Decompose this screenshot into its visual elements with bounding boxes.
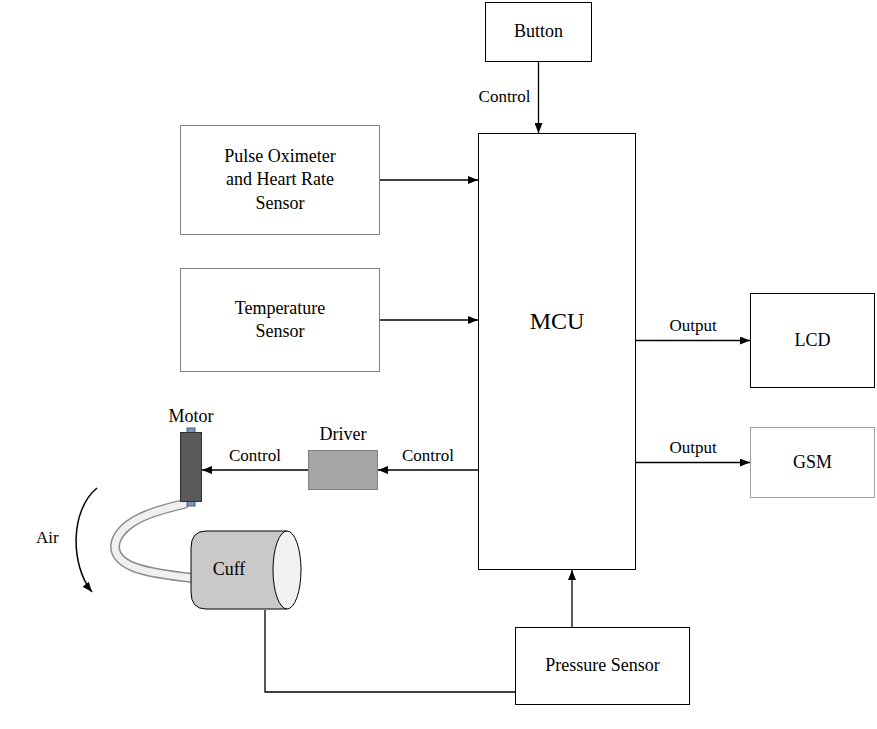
cuff-opening bbox=[273, 531, 301, 609]
connector-line bbox=[538, 62, 539, 133]
node-text: Motor bbox=[169, 405, 214, 428]
display-box: LCD bbox=[750, 293, 875, 388]
motor-symbol bbox=[180, 432, 202, 502]
motor-symbol: Motor bbox=[180, 432, 202, 502]
connector-line bbox=[265, 610, 515, 692]
node-text: Cuff bbox=[213, 558, 246, 581]
cuff-shape bbox=[190, 530, 302, 610]
connector-line bbox=[636, 462, 750, 463]
edge-label: Control bbox=[400, 446, 456, 466]
sensor-box: Temperature Sensor bbox=[180, 268, 380, 372]
node-text: Pressure Sensor bbox=[545, 654, 660, 677]
connector bbox=[636, 462, 750, 463]
connector bbox=[265, 610, 515, 692]
driver-block bbox=[308, 450, 378, 490]
connector bbox=[538, 62, 539, 133]
mcu-box: MCU bbox=[478, 133, 636, 570]
node-text: MCU bbox=[530, 306, 585, 337]
edge-label: Control bbox=[227, 446, 283, 466]
connector bbox=[380, 320, 478, 321]
node-text: Driver bbox=[320, 423, 367, 446]
air-flow-arrow bbox=[76, 488, 97, 592]
sensor-box: Pressure Sensor bbox=[515, 627, 690, 705]
connector-line bbox=[378, 469, 478, 470]
node-text: Pulse Oximeter and Heart Rate Sensor bbox=[215, 145, 345, 215]
cuff-shape: Cuff bbox=[190, 530, 302, 610]
node-text: LCD bbox=[795, 329, 831, 352]
edge-label: Output bbox=[667, 438, 718, 458]
connector-line bbox=[571, 570, 572, 627]
annotation-label: Air bbox=[34, 528, 61, 548]
driver-body bbox=[309, 451, 378, 490]
node-text: Button bbox=[514, 20, 563, 43]
connector bbox=[380, 180, 478, 181]
connector bbox=[572, 570, 573, 627]
connector bbox=[636, 340, 750, 341]
connector-line bbox=[202, 469, 308, 470]
input-button-box: Button bbox=[485, 2, 592, 62]
air-hose bbox=[115, 504, 193, 578]
driver-block: Driver bbox=[308, 450, 378, 490]
motor-body bbox=[181, 433, 202, 502]
sensor-box: Pulse Oximeter and Heart Rate Sensor bbox=[180, 125, 380, 235]
connector-line bbox=[636, 340, 750, 341]
connector bbox=[202, 470, 308, 471]
node-text: Temperature Sensor bbox=[215, 297, 345, 344]
hose-inner bbox=[115, 504, 193, 578]
edge-label: Output bbox=[667, 316, 718, 336]
connector-line bbox=[380, 179, 478, 180]
connector bbox=[378, 470, 478, 471]
hose-outline bbox=[115, 504, 193, 578]
gsm-box: GSM bbox=[750, 427, 875, 498]
connector-line bbox=[380, 319, 478, 320]
node-text: GSM bbox=[793, 451, 832, 474]
edge-label: Control bbox=[477, 87, 533, 107]
